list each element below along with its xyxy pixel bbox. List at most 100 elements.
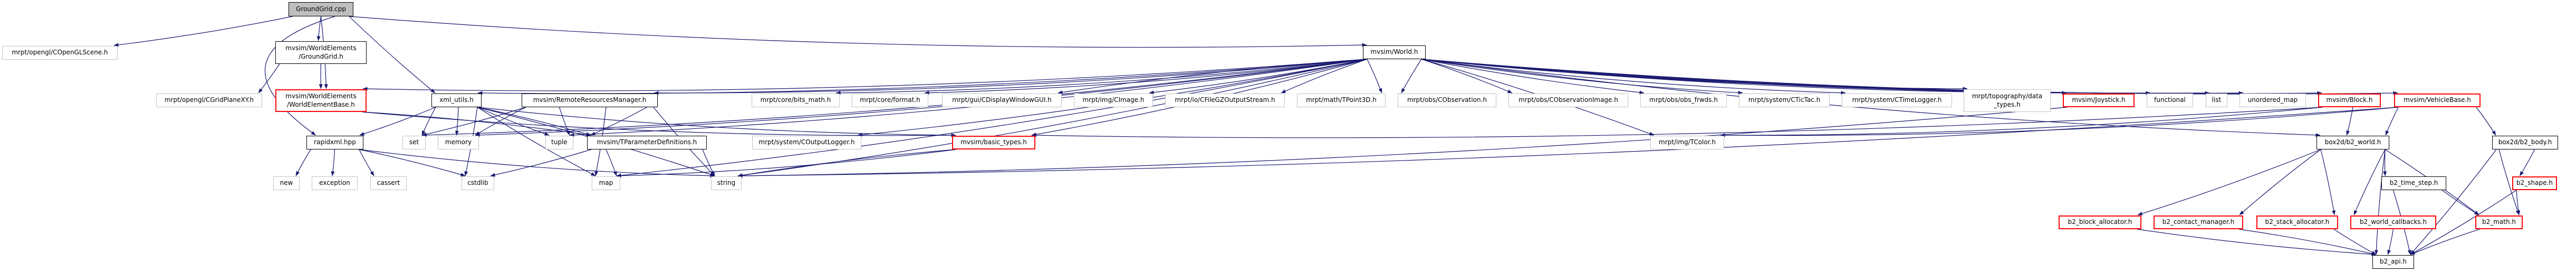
node-coutputlogger: mrpt/system/COutputLogger.h — [752, 136, 861, 149]
edge-world-h-to-obs-frwds — [1421, 59, 1645, 95]
edge-world-h-to-map — [616, 59, 1368, 177]
node-label: box2d/b2_world.h — [2324, 138, 2381, 146]
edge-groundgrid-cpp-to-copenglscene — [113, 16, 293, 47]
node-label: mrpt/gui/CDisplayWindowGUI.h — [952, 96, 1052, 104]
node-label: mrpt/math/TPoint3D.h — [1306, 96, 1377, 104]
node-new: new — [273, 176, 300, 190]
node-label: mvsim/WorldElements/GroundGrid.h — [285, 44, 357, 60]
node-b2-api[interactable]: b2_api.h — [2372, 255, 2414, 269]
node-label: mrpt/topography/data_types.h — [1972, 92, 2043, 108]
edge-world-h-to-worldelementbase — [362, 59, 1368, 91]
node-rapidxml[interactable]: rapidxml.hpp — [306, 136, 363, 149]
node-label: b2_time_step.h — [2389, 179, 2438, 187]
node-xml-utils[interactable]: xml_utils.h — [431, 93, 482, 107]
edge-rapidxml-to-cassert — [359, 149, 374, 176]
node-label: mrpt/obs/CObservation.h — [1407, 96, 1487, 104]
node-vehiclebase[interactable]: mvsim/VehicleBase.h — [2394, 93, 2481, 107]
node-label: b2_stack_allocator.h — [2265, 218, 2330, 226]
edge-world-h-to-cobservation — [1401, 59, 1422, 93]
node-cstdlib: cstdlib — [462, 176, 494, 190]
node-label: mvsim/World.h — [1370, 48, 1418, 56]
node-b2-world[interactable]: box2d/b2_world.h — [2317, 136, 2389, 149]
node-topography-data-types: mrpt/topography/data_types.h — [1964, 89, 2051, 112]
edge-tparameterdefinitions-to-string — [702, 149, 715, 176]
edge-world-h-to-bits-math — [835, 59, 1368, 95]
edge-remoteresourcesmanager-to-tparameterdefinitions — [590, 107, 647, 136]
edge-block-to-b2-world — [2346, 107, 2353, 136]
node-world-h[interactable]: mvsim/World.h — [1363, 45, 1426, 59]
edge-world-h-to-ctimelogger — [1421, 59, 1846, 95]
node-remoteresourcesmanager[interactable]: mvsim/RemoteResourcesManager.h — [522, 93, 658, 107]
node-b2-block-allocator[interactable]: b2_block_allocator.h — [2059, 215, 2141, 229]
node-label: b2_api.h — [2380, 258, 2407, 266]
node-copenglscene: mrpt/opengl/COpenGLScene.h — [2, 46, 118, 60]
node-b2-world-callbacks[interactable]: b2_world_callbacks.h — [2350, 215, 2436, 229]
node-label: mrpt/obs/obs_frwds.h — [1649, 96, 1718, 104]
edge-b2-world-to-b2-api — [2374, 149, 2386, 255]
node-label: new — [280, 179, 293, 187]
node-label: mvsim/RemoteResourcesManager.h — [533, 96, 647, 104]
edge-b2-stack-allocator-to-b2-api — [2333, 229, 2377, 255]
node-tpoint3d: mrpt/math/TPoint3D.h — [1297, 93, 1386, 107]
edge-b2-world-to-b2-stack-allocator — [2320, 149, 2336, 215]
node-label: map — [599, 179, 613, 187]
node-label: mrpt/opengl/CGridPlaneXY.h — [165, 96, 254, 104]
node-label: rapidxml.hpp — [314, 138, 356, 146]
node-b2-contact-manager[interactable]: b2_contact_manager.h — [2154, 215, 2243, 229]
node-joystick[interactable]: mvsim/Joystick.h — [2063, 93, 2135, 107]
edge-b2-contact-manager-to-b2-api — [2238, 229, 2377, 256]
node-functional: functional — [2147, 93, 2193, 107]
node-cimage: mrpt/img/CImage.h — [1074, 93, 1153, 107]
edge-b2-body-to-b2-shape — [2519, 149, 2535, 176]
node-label: GroundGrid.cpp — [296, 5, 346, 13]
edge-worldelementbase-to-basic-types — [362, 111, 956, 137]
node-string: string — [711, 176, 742, 190]
node-b2-stack-allocator[interactable]: b2_stack_allocator.h — [2256, 215, 2338, 229]
node-groundgrid-cpp[interactable]: GroundGrid.cpp — [289, 2, 353, 16]
edge-basic-types-to-map — [616, 149, 957, 178]
edge-b2-body-to-b2-api — [2410, 149, 2497, 255]
node-basic-types[interactable]: mvsim/basic_types.h — [952, 136, 1035, 149]
node-label: mrpt/io/CFileGZOutputStream.h — [1175, 96, 1275, 104]
node-map: map — [592, 176, 620, 190]
node-format: mrpt/core/format.h — [852, 93, 928, 107]
node-label: mrpt/img/CImage.h — [1082, 96, 1145, 104]
node-b2-body[interactable]: box2d/b2_body.h — [2492, 136, 2558, 149]
edge-remoteresourcesmanager-to-memory — [475, 107, 526, 136]
node-tparameterdefinitions[interactable]: mvsim/TParameterDefinitions.h — [587, 136, 707, 149]
node-label: exception — [319, 179, 350, 187]
edge-xml-utils-to-tuple — [477, 107, 550, 136]
node-label: mrpt/system/COutputLogger.h — [758, 138, 855, 146]
node-label: unordered_map — [2247, 96, 2298, 104]
node-bits-math: mrpt/core/bits_math.h — [752, 93, 840, 107]
edge-b2-world-to-b2-contact-manager — [2239, 149, 2321, 215]
node-label: b2_contact_manager.h — [2162, 218, 2235, 226]
node-b2-math[interactable]: b2_math.h — [2475, 215, 2523, 229]
edge-b2-world-to-b2-block-allocator — [2137, 149, 2321, 215]
edge-groundgrid-h-to-cgridplanexy — [258, 63, 280, 93]
node-label: mvsim/VehicleBase.h — [2404, 96, 2471, 104]
edge-world-h-to-tpoint3d — [1367, 59, 1382, 93]
edge-joystick-to-string — [737, 107, 2068, 178]
node-b2-shape[interactable]: b2_shape.h — [2512, 176, 2557, 190]
edge-b2-math-to-b2-api — [2410, 229, 2480, 255]
node-worldelementbase[interactable]: mvsim/WorldElements/WorldElementBase.h — [275, 89, 367, 112]
node-groundgrid-h[interactable]: mvsim/WorldElements/GroundGrid.h — [275, 41, 367, 64]
node-label: mvsim/TParameterDefinitions.h — [597, 138, 697, 146]
node-label: xml_utils.h — [439, 96, 474, 104]
node-label: mrpt/img/TColor.h — [1659, 138, 1716, 146]
edge-b2-shape-to-b2-api — [2410, 190, 2517, 255]
edge-world-h-to-list — [1421, 59, 2210, 95]
edge-groundgrid-cpp-to-groundgrid-h — [316, 16, 322, 41]
node-label: box2d/b2_body.h — [2498, 138, 2552, 146]
edge-groundgrid-cpp-to-xml-utils — [349, 16, 436, 93]
node-ctictac: mrpt/system/CTicTac.h — [1739, 93, 1830, 107]
edge-tparameterdefinitions-to-map — [605, 149, 617, 176]
edge-block-to-basic-types — [1031, 107, 2323, 138]
node-label: memory — [445, 138, 472, 146]
node-block[interactable]: mvsim/Block.h — [2318, 93, 2381, 107]
node-b2-time-step[interactable]: b2_time_step.h — [2381, 176, 2446, 190]
node-label: b2_math.h — [2482, 218, 2516, 226]
edge-vehiclebase-to-string — [737, 107, 2399, 178]
